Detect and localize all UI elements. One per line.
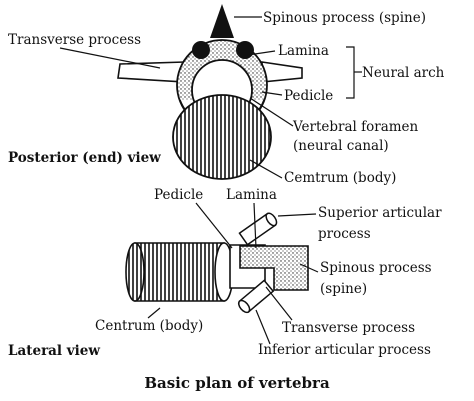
label-lamina: Lamina: [278, 43, 329, 59]
label-superior-articular: Superior articular: [318, 205, 442, 221]
right-transverse-process: [261, 61, 303, 83]
lateral-view: Pedicle Lamina Superior articular proces…: [8, 187, 442, 359]
centrum-lateral-left-face: [125, 242, 145, 302]
section-label-lateral: Lateral view: [8, 343, 100, 359]
right-articular-knob: [236, 41, 254, 59]
label-lateral-lamina: Lamina: [226, 187, 277, 203]
label-inferior-articular-process: Inferior articular process: [258, 342, 431, 358]
label-neural-arch: Neural arch: [362, 65, 445, 81]
superior-articular-process: [238, 212, 278, 246]
spinous-process: [210, 4, 234, 38]
label-lateral-spinous-process: Spinous process: [320, 260, 432, 276]
label-vertebral-foramen: Vertebral foramen: [292, 119, 419, 135]
label-superior-articular-process: process: [318, 226, 371, 242]
label-pedicle: Pedicle: [284, 88, 333, 104]
lateral-spinous-process: [239, 245, 309, 291]
label-lateral-centrum: Centrum (body): [95, 318, 203, 334]
label-lateral-pedicle: Pedicle: [154, 187, 203, 203]
diagram-caption: Basic plan of vertebra: [144, 374, 330, 392]
posterior-view: Spinous process (spine) Transverse proce…: [8, 4, 445, 186]
label-centrum-posterior: Cemtrum (body): [284, 170, 396, 186]
label-transverse-process: Transverse process: [8, 32, 141, 48]
centrum-posterior: [172, 94, 272, 180]
inferior-articular-process: [237, 279, 275, 314]
section-label-posterior: Posterior (end) view: [8, 150, 161, 166]
left-transverse-process: [117, 61, 186, 83]
label-lateral-transverse-process: Transverse process: [282, 320, 415, 336]
label-neural-canal: (neural canal): [293, 138, 389, 154]
centrum-lateral-body: [134, 242, 225, 302]
label-lateral-spine: (spine): [320, 281, 367, 297]
left-articular-knob: [192, 41, 210, 59]
label-spinous-process: Spinous process (spine): [263, 10, 426, 26]
